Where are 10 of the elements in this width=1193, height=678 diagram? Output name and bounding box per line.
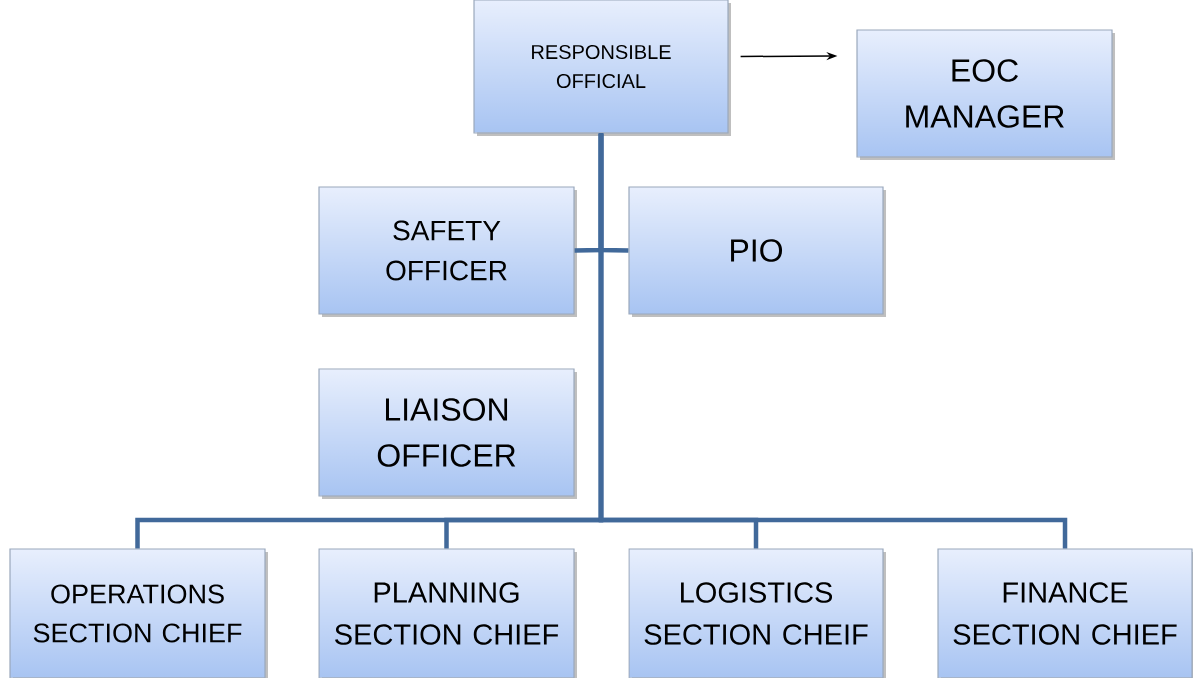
org-box: PIO	[628, 186, 886, 317]
org-box: PLANNING SECTION CHIEF	[318, 548, 577, 678]
org-box: LIAISON OFFICER	[318, 368, 577, 499]
org-box: LOGISTICS SECTION CHEIF	[628, 548, 886, 678]
org-box: FINANCE SECTION CHIEF	[937, 548, 1193, 678]
org-box: RESPONSIBLE OFFICIAL	[473, 0, 731, 136]
org-box: SAFETY OFFICER	[318, 186, 577, 317]
org-box: EOC MANAGER	[856, 29, 1115, 160]
org-box: OPERATIONS SECTION CHIEF	[9, 548, 268, 678]
connector	[598, 133, 1068, 549]
